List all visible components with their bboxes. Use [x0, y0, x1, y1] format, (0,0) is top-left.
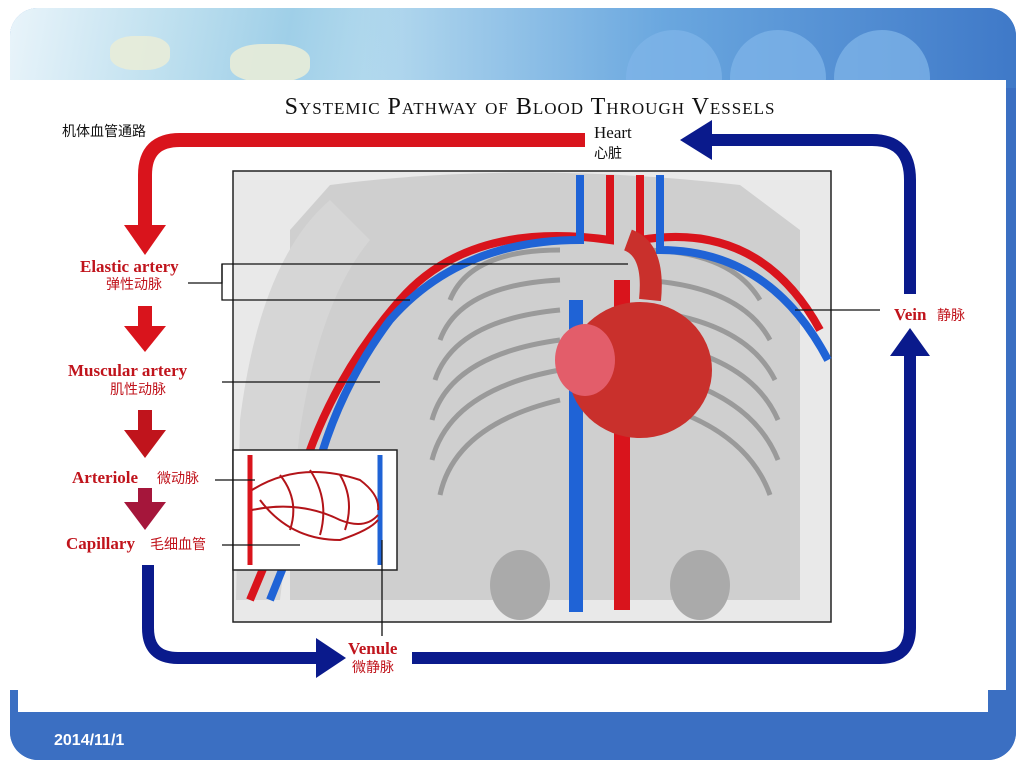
footer-date: 2014/11/1: [54, 732, 125, 749]
vein-arm: [266, 175, 584, 602]
aortic-arch: [623, 229, 662, 302]
capillary-network: [247, 455, 383, 565]
leader-lines: [188, 263, 880, 636]
heart-atrium: [555, 324, 615, 396]
arrow-up-vein: [890, 328, 930, 356]
label-heart: Heart: [594, 123, 632, 142]
arrow-shaft-4: [138, 488, 152, 504]
arrow-down-3: [124, 430, 166, 458]
arrow-down-1: [124, 225, 166, 255]
subtitle-cn: 机体血管通路: [62, 124, 146, 140]
kidney-left: [490, 550, 550, 620]
arrow-shaft-2: [138, 306, 152, 328]
kidney-right: [670, 550, 730, 620]
label-vein-cn: 静脉: [937, 308, 965, 324]
vein-path-top: [712, 134, 916, 294]
surgeon-hands-photo: [10, 8, 400, 88]
label-capillary: Capillary: [66, 534, 135, 553]
arrow-right-venule: [316, 638, 346, 678]
label-arteriole-cn: 微动脉: [157, 471, 199, 487]
vein-path-bottom-left: [142, 565, 318, 664]
arrow-shaft-3: [138, 410, 152, 432]
arrow-down-2: [124, 326, 166, 352]
glove-left: [110, 36, 170, 70]
label-arteriole: Arteriole: [72, 468, 139, 487]
label-muscular-artery-cn: 肌性动脉: [110, 382, 166, 398]
vein-path-bottom-right: [412, 355, 916, 664]
diagram-title: Systemic Pathway of Blood Through Vessel…: [285, 94, 776, 120]
arrow-left-heart: [680, 120, 712, 160]
arrow-down-4: [124, 502, 166, 530]
label-elastic-artery-cn: 弹性动脉: [106, 277, 162, 293]
label-vein: Vein: [894, 305, 927, 324]
label-muscular-artery: Muscular artery: [68, 361, 188, 380]
label-venule-cn: 微静脉: [352, 660, 394, 676]
label-elastic-artery: Elastic artery: [80, 257, 179, 276]
label-heart-cn: 心脏: [594, 146, 622, 162]
vein-right-arm: [656, 175, 832, 362]
label-venule: Venule: [348, 639, 398, 658]
label-capillary-cn: 毛细血管: [150, 537, 206, 553]
glove-right: [230, 44, 310, 82]
artery-path-top: [138, 133, 585, 230]
